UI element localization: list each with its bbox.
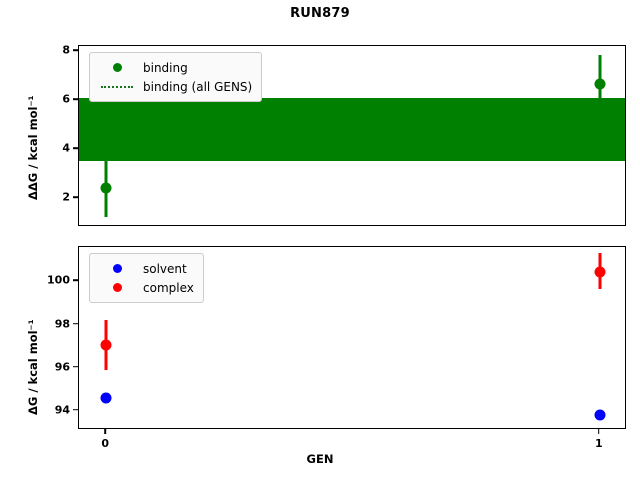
data-point-complex[interactable]: [594, 266, 606, 278]
legend-bottom[interactable]: solvent complex: [89, 253, 204, 303]
data-point-solvent[interactable]: [594, 409, 606, 421]
y-tick-bottom-mark: [73, 279, 78, 282]
x-tick-label: 1: [595, 437, 603, 450]
legend-key-circle: [97, 63, 137, 72]
data-point-binding[interactable]: [594, 78, 606, 90]
x-tick-label: 0: [101, 437, 109, 450]
error-bar-binding: [598, 55, 602, 99]
legend-bottom-label: solvent: [143, 261, 187, 276]
y-tick-top-mark: [73, 196, 78, 199]
x-tick-mark: [598, 429, 600, 434]
legend-marker-circle-icon: [112, 264, 122, 273]
x-axis-label: GEN: [306, 452, 334, 466]
legend-key-circle: [97, 283, 137, 292]
y-tick-bottom-label: 96: [54, 360, 70, 374]
y-tick-top-mark: [73, 147, 78, 149]
y-tick-top-label: 6: [62, 92, 70, 106]
x-tick-mark: [104, 429, 106, 434]
y-tick-top-mark: [73, 49, 78, 51]
legend-top-item[interactable]: binding (all GENS): [97, 77, 252, 96]
legend-key-dotted-line: [97, 85, 137, 88]
plot-area-binding: binding binding (all GENS): [78, 45, 626, 226]
y-tick-top-mark: [73, 98, 78, 100]
legend-marker-dotted-line-icon: [101, 85, 133, 88]
y-tick-top-label: 8: [62, 43, 70, 57]
legend-top-label: binding: [143, 60, 188, 75]
legend-key-circle: [97, 264, 137, 273]
y-tick-bottom-label: 100: [47, 273, 70, 287]
legend-bottom-item[interactable]: solvent: [97, 259, 194, 278]
legend-top-label: binding (all GENS): [143, 79, 253, 94]
data-point-complex[interactable]: [100, 339, 112, 351]
y-tick-top-label: 4: [62, 141, 70, 155]
legend-top[interactable]: binding binding (all GENS): [89, 52, 263, 102]
y-tick-bottom-mark: [73, 408, 78, 411]
data-point-binding[interactable]: [100, 182, 112, 194]
y-tick-bottom-mark: [73, 322, 78, 325]
binding-all-gens-band-fill: [79, 98, 625, 161]
legend-top-item[interactable]: binding: [97, 58, 252, 77]
plot-area-absolute-dg: solvent complex: [78, 246, 626, 429]
y-tick-bottom-label: 98: [54, 317, 70, 330]
figure-title: RUN879: [290, 6, 350, 21]
legend-marker-circle-icon: [112, 63, 122, 72]
y-tick-bottom-mark: [73, 365, 78, 368]
y-tick-top-label: 2: [62, 190, 70, 204]
legend-bottom-label: complex: [143, 280, 194, 295]
data-point-solvent[interactable]: [100, 392, 112, 404]
legend-bottom-item[interactable]: complex: [97, 278, 194, 297]
y-tick-bottom-label: 94: [54, 403, 70, 417]
legend-marker-circle-icon: [112, 283, 122, 292]
